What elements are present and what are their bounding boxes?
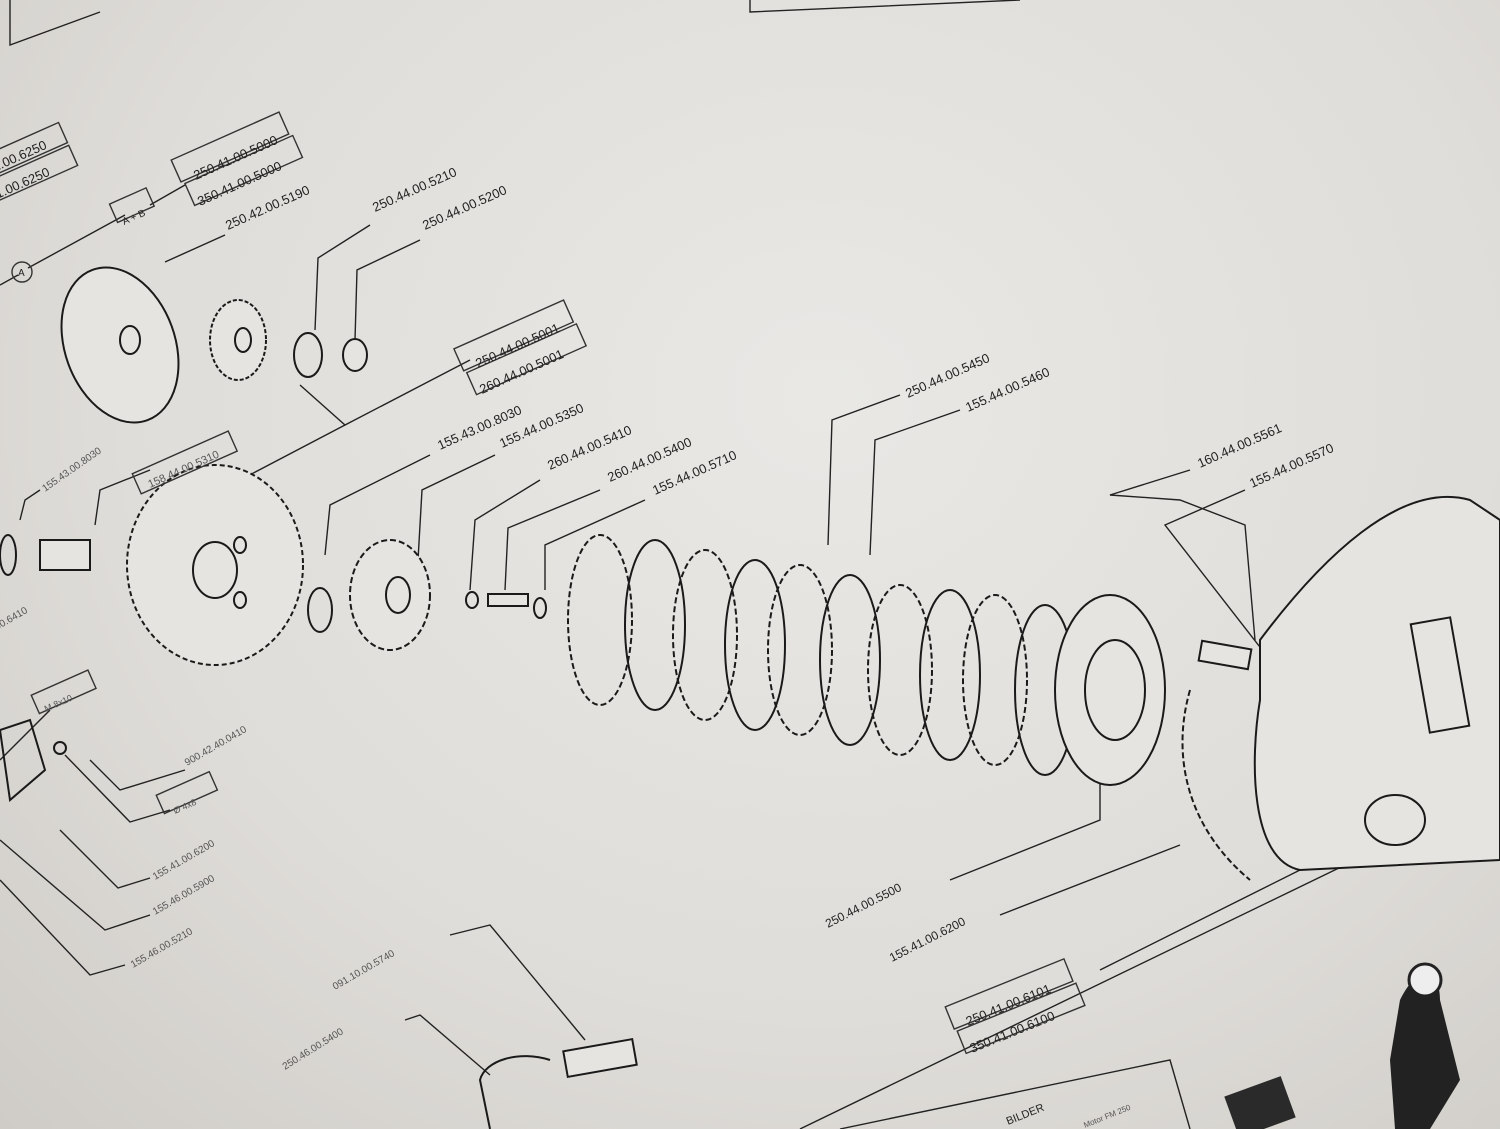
part-label: 900.42.40.0410 [183,724,249,769]
part-number-boxes [0,111,1086,1055]
clutch-plates [567,534,1076,776]
part-label: 250.44.00.5200 [420,182,509,232]
pressure-plate [1054,594,1166,786]
size-label: M 8x10 [43,693,74,714]
part-label: 155.44.00.5460 [963,364,1052,414]
footer-bilder-label: BILDER [1005,1102,1046,1128]
top-frame [749,0,1021,13]
circle-label-a: A [18,268,25,279]
part-label: 250.46.00.5400 [281,1026,346,1072]
nut [342,338,368,372]
size-label: Ø 4x8 [172,797,198,816]
left-bearing [0,534,91,576]
footer-box [839,1059,1296,1129]
part-label: 155.43.00.8030 [40,445,104,494]
thrust-washer [307,587,333,633]
part-label: 091.10.00.5740 [331,948,397,993]
part-label: 250.44.00.5500 [823,880,904,930]
part-label: 155.46.00.5210 [129,926,195,971]
flywheel-cover [60,266,180,424]
part-label: 160.44.00.5561 [1195,420,1284,470]
left-cover-bracket [0,718,67,802]
bolt-assembly [465,591,547,619]
top-left-frame [9,0,101,47]
part-label: 155.44.00.5570 [1247,440,1336,490]
pinion-gear [209,299,267,381]
clutch-hub [349,539,431,651]
footer-motor-label: Motor FM 250 [1082,1103,1132,1129]
part-label: 155.41.00.6200 [887,914,968,964]
clutch-basket [126,464,304,666]
spring [1197,639,1253,671]
leader-lines [0,184,1500,1129]
washer [293,332,323,378]
kickstart-lever [478,1037,638,1129]
group-label-ab: A + B [121,208,148,228]
rider-illustration [1390,962,1460,1129]
clutch-cover [1181,495,1500,881]
part-label: 250.00.6410 [0,605,30,643]
